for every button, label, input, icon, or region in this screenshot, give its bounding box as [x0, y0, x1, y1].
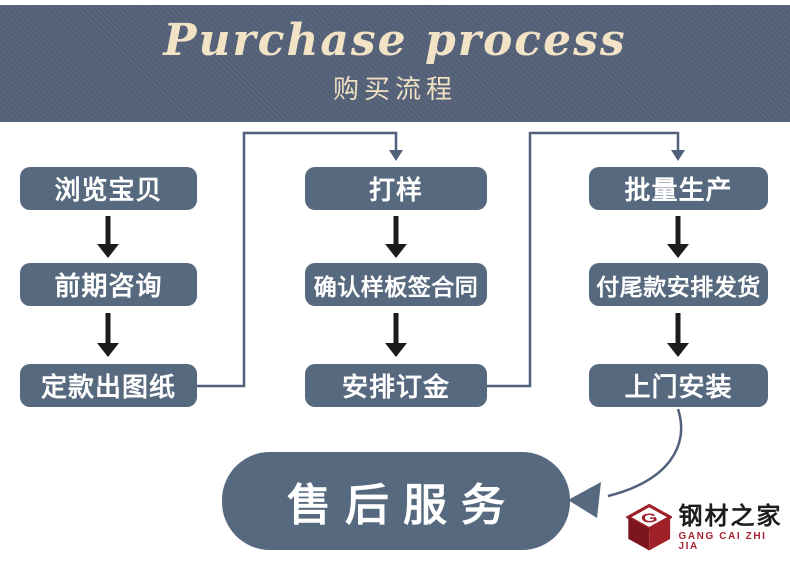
logo-cube-icon: G	[626, 503, 673, 551]
flow-step-balance-shipping: 付尾款安排发货	[589, 263, 768, 306]
header-banner: Purchase process 购买流程	[0, 5, 790, 122]
logo-name-chinese: 钢材之家	[678, 502, 783, 530]
brand-logo: G 钢材之家 GANG CAI ZHI JIA	[626, 503, 790, 553]
flow-step-deposit-drawing: 定款出图纸	[20, 364, 197, 407]
flow-step-confirm-contract: 确认样板签合同	[305, 263, 487, 306]
curved-arrow-icon	[568, 408, 683, 518]
flow-step-arrange-deposit: 安排订金	[305, 364, 487, 407]
logo-name-english: GANG CAI ZHI JIA	[678, 530, 767, 552]
flow-step-consult: 前期咨询	[20, 263, 197, 306]
flow-step-browse: 浏览宝贝	[20, 167, 197, 210]
flow-step-mass-production: 批量生产	[589, 167, 768, 210]
flow-step-installation: 上门安装	[589, 364, 768, 407]
svg-text:G: G	[639, 510, 659, 526]
flow-step-after-sales: 售后服务	[222, 452, 570, 550]
header-title-chinese: 购买流程	[332, 74, 457, 104]
flow-step-sample: 打样	[305, 167, 487, 210]
header-title-english: Purchase process	[163, 15, 627, 66]
